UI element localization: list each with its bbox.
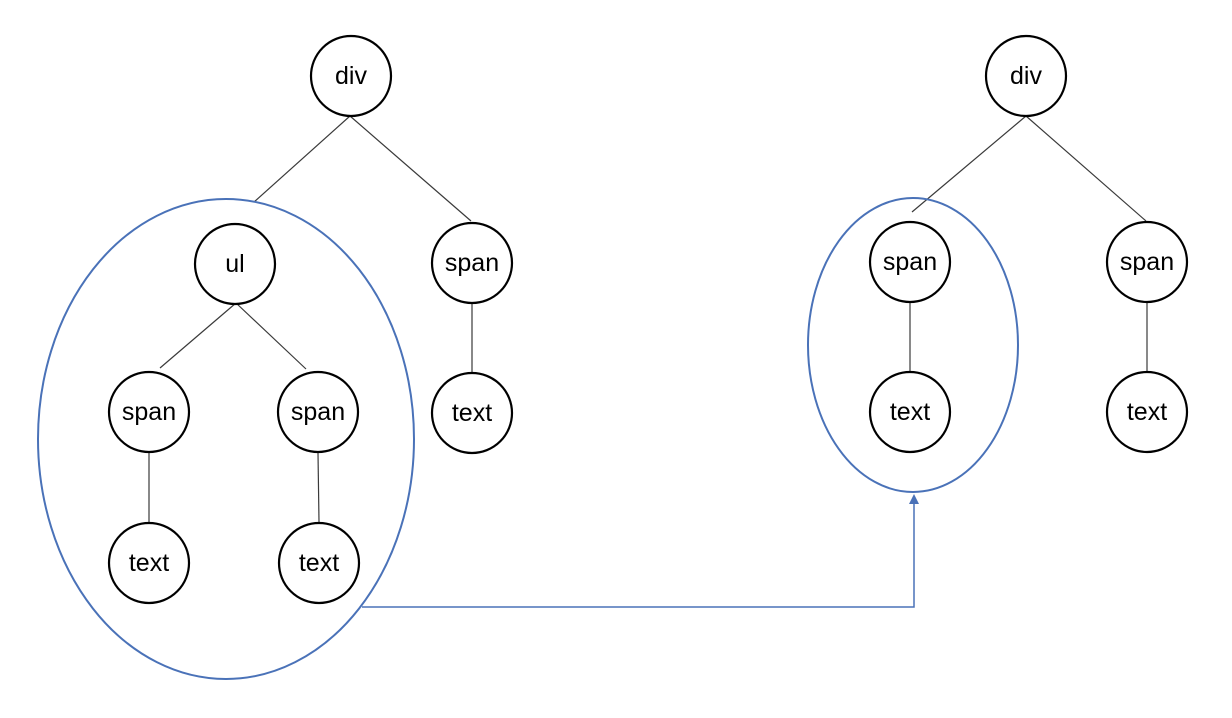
node-left-ul-label: ul: [225, 250, 244, 278]
node-left-div: div: [309, 34, 393, 118]
node-right-span-left-label: span: [883, 248, 937, 276]
node-right-span-left: span: [868, 220, 952, 304]
node-right-text-right: text: [1105, 370, 1189, 454]
edge-div-ul: [253, 115, 351, 203]
node-left-ul-text-left: text: [107, 521, 191, 605]
node-right-text-left: text: [868, 370, 952, 454]
node-left-ul-text-left-label: text: [129, 549, 169, 577]
node-left-ul-span-right: span: [276, 370, 360, 454]
node-left-text-outer-label: text: [452, 399, 492, 427]
left-tree-nodes: div ul span text span span text text: [107, 34, 514, 605]
node-right-div: div: [984, 34, 1068, 118]
node-left-ul-text-right-label: text: [299, 549, 339, 577]
node-left-ul-span-left-label: span: [122, 398, 176, 426]
node-right-span-right-label: span: [1120, 248, 1174, 276]
right-tree-nodes: div span span text text: [868, 34, 1189, 454]
node-left-span-outer: span: [430, 221, 514, 305]
node-left-text-outer: text: [430, 371, 514, 455]
node-left-span-outer-label: span: [445, 249, 499, 277]
edge-div-span-right: [1025, 115, 1147, 222]
edge-ul-span-right: [235, 302, 307, 370]
right-subtree-highlight-ellipse: [807, 197, 1019, 493]
node-right-div-label: div: [1010, 62, 1042, 90]
node-right-text-left-label: text: [890, 398, 930, 426]
node-left-ul-text-right: text: [277, 521, 361, 605]
edge-div-span-left: [911, 115, 1027, 213]
edge-ul-span-left: [159, 302, 237, 369]
edge-span-text-right: [317, 452, 320, 523]
node-right-span-right: span: [1105, 220, 1189, 304]
node-left-ul-span-left: span: [107, 370, 191, 454]
node-left-ul: ul: [193, 222, 277, 306]
node-left-ul-span-right-label: span: [291, 398, 345, 426]
left-tree-edges: [148, 115, 473, 523]
edge-div-span: [349, 115, 472, 222]
left-subtree-highlight-ellipse: [37, 198, 415, 680]
right-tree-edges: [909, 115, 1148, 372]
node-left-div-label: div: [335, 62, 367, 90]
subtree-move-arrow: [362, 494, 919, 608]
node-right-text-right-label: text: [1127, 398, 1167, 426]
